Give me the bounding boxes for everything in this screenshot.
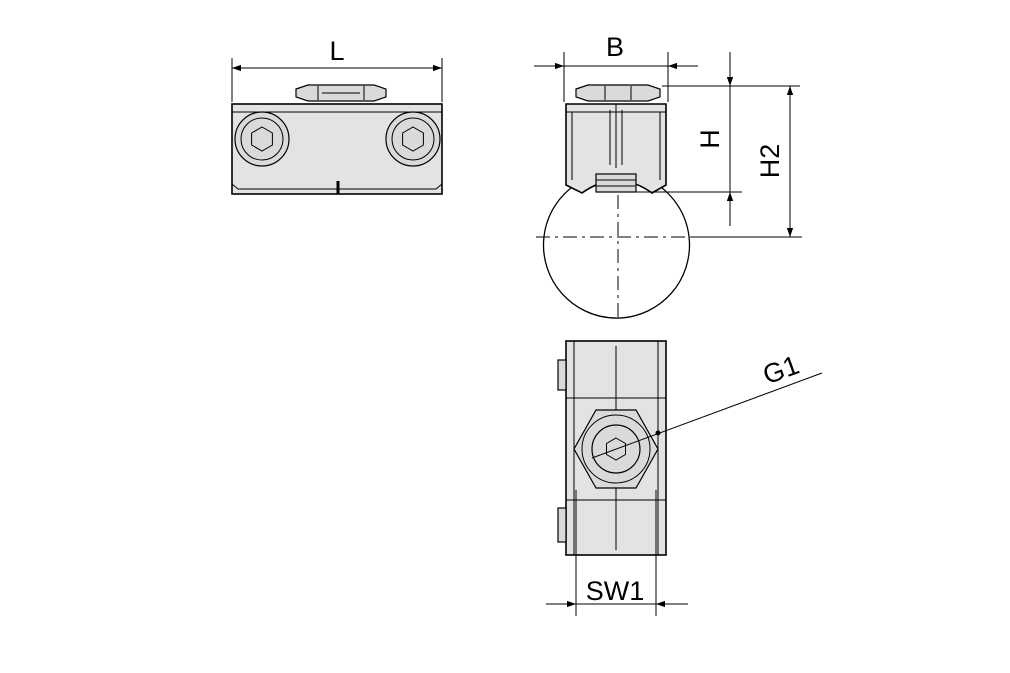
dimension-SW1-label: SW1	[586, 576, 645, 606]
hex-socket-icon	[385, 111, 441, 167]
tube-outline	[542, 184, 691, 319]
dimension-L-label: L	[329, 36, 344, 66]
dimension-H2-label: H2	[755, 144, 785, 179]
front-view: L	[231, 36, 443, 195]
dimension-H-label: H	[695, 129, 725, 149]
dimension-G1-label: G1	[759, 350, 803, 391]
dimension-B-label: B	[606, 32, 624, 62]
side-view: B H H2	[534, 32, 802, 322]
top-view: G1 SW1	[546, 340, 823, 616]
g1-leader-line	[591, 372, 823, 459]
side-top-nut	[575, 84, 661, 102]
hex-socket-icon	[234, 111, 290, 167]
hex-socket-icon	[606, 437, 626, 461]
